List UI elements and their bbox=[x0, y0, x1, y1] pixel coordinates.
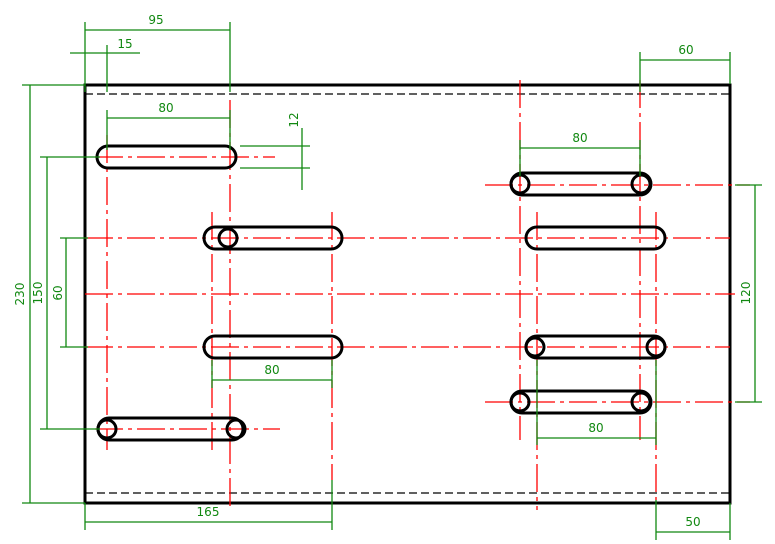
slot bbox=[202, 334, 344, 360]
dimension-120: 120 bbox=[735, 184, 762, 403]
dimension-50: 50 bbox=[655, 500, 731, 540]
dimension-15: 15 bbox=[70, 37, 140, 92]
dimension-label-95: 95 bbox=[148, 13, 163, 27]
dimension-150: 150 bbox=[31, 156, 100, 430]
dimensions: 95 15 60 80 12 bbox=[13, 13, 762, 540]
dimension-label-80-slot1: 80 bbox=[158, 101, 173, 115]
dimension-95: 95 bbox=[84, 13, 231, 92]
dimension-label-165: 165 bbox=[197, 505, 220, 519]
slots bbox=[95, 144, 667, 442]
dimension-label-120: 120 bbox=[739, 282, 753, 305]
dimension-80-right-top: 80 bbox=[519, 131, 641, 176]
dimension-label-230: 230 bbox=[13, 283, 27, 306]
dimension-165: 165 bbox=[84, 480, 333, 530]
slot bbox=[509, 171, 653, 197]
dimension-label-60-top: 60 bbox=[678, 43, 693, 57]
dimension-label-15: 15 bbox=[117, 37, 132, 51]
dimension-label-80-right-bottom: 80 bbox=[588, 421, 603, 435]
dimension-80-right-bottom: 80 bbox=[536, 360, 657, 445]
dimension-230: 230 bbox=[13, 84, 85, 504]
slot bbox=[509, 389, 653, 415]
dimension-label-12: 12 bbox=[287, 112, 301, 127]
dimension-label-150: 150 bbox=[31, 282, 45, 305]
dimension-label-80-right-top: 80 bbox=[572, 131, 587, 145]
dimension-label-80-slot3: 80 bbox=[264, 363, 279, 377]
dimension-60-left: 60 bbox=[51, 237, 88, 348]
dimension-label-60-left: 60 bbox=[51, 285, 65, 300]
dimension-label-50: 50 bbox=[685, 515, 700, 529]
dimension-80-slot1: 80 bbox=[106, 101, 231, 150]
dimension-80-slot3: 80 bbox=[211, 360, 333, 388]
slot bbox=[524, 225, 667, 251]
slot bbox=[202, 225, 344, 251]
slot bbox=[524, 334, 667, 360]
dimension-12: 12 bbox=[240, 112, 310, 190]
dimension-60-top: 60 bbox=[639, 43, 731, 92]
